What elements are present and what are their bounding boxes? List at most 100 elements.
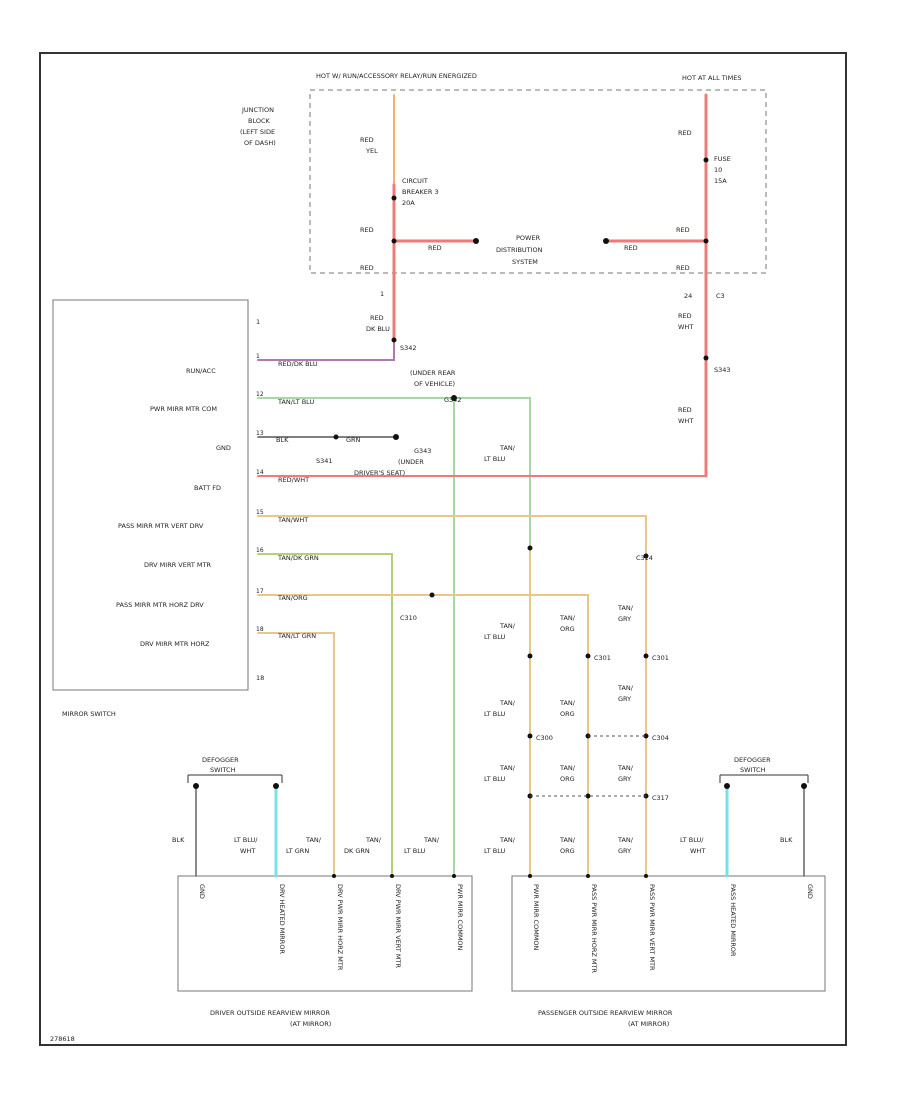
label-drv-tan-lt-blu-2: LT BLU [404,847,426,855]
label-pass-tan-org-1: TAN/ [559,836,576,844]
label-defog-right-1: DEFOGGER [734,756,771,764]
wires [195,93,805,878]
label-fuse-2: 10 [714,166,722,174]
label-gry-v2b: GRY [618,615,631,623]
label-c314: C314 [636,554,653,562]
label-lt-blu-wht-left-2: WHT [240,847,255,855]
pass-pin-common: PWR MIRR COMMON [532,884,540,951]
label-cb-1: CIRCUIT [402,177,428,185]
pass-pin-gnd: GND [806,884,814,899]
label-red-dk-blu-2: DK BLU [366,325,390,333]
drv-pin-horz: DRV PWR MIRR HORZ MTR [336,884,344,971]
label-switch-drv-horz: DRV MIRR MTR HORZ [140,640,210,648]
label-defog-left-2: SWITCH [210,766,236,774]
label-c3: C3 [716,292,725,300]
label-blk-left: BLK [172,836,185,844]
label-drv-tan-dk-grn-2: DK GRN [344,847,370,855]
label-lt-blu-v1b: LT BLU [484,455,506,463]
label-pass-tan-lt-blu-2: LT BLU [484,847,506,855]
label-switch-batt: BATT FD [194,484,221,492]
label-lt-blu-v1a: TAN/ [499,444,516,452]
driver-mirror-title-2: (AT MIRROR) [290,1020,331,1028]
label-red-dk-blu-1: RED [370,314,384,322]
splice-dots [332,157,709,878]
label-red-right-top: RED [678,129,692,137]
wire-tan-lt-blu-common [257,397,531,549]
label-red-wht-4: WHT [678,417,693,425]
label-red-wht-3: RED [678,406,692,414]
driver-mirror-title-1: DRIVER OUTSIDE REARVIEW MIRROR [210,1009,331,1017]
label-pass-tan-org-2: ORG [560,847,575,855]
label-g342: G342 [444,396,461,404]
label-red-yel-1: RED [360,136,374,144]
label-lt-blu-wht-left-1: LT BLU/ [234,836,258,844]
drv-pin-heated: DRV HEATED MIRROR [278,884,286,954]
label-mirror-switch: MIRROR SWITCH [62,710,116,718]
label-pass-tan-lt-blu-1: TAN/ [499,836,516,844]
wire-tan-org [257,594,589,877]
label-lt-blu-v4a: TAN/ [499,764,516,772]
label-lt-blu-v3b: LT BLU [484,710,506,718]
label-jb-location-3: (LEFT SIDE [240,128,275,136]
label-red-right-mid: RED [676,226,690,234]
label-lt-blu-v4b: LT BLU [484,775,506,783]
label-switch-gnd: GND [216,444,231,452]
label-under-rear-1: (UNDER REAR [410,369,456,377]
label-switch-end-pin: 18 [256,674,264,682]
label-switch-pwr-com: PWR MIRR MTR COM [150,405,217,413]
label-defog-right-2: SWITCH [740,766,766,774]
label-c301-a: C301 [594,654,611,662]
drv-pin-vert: DRV PWR MIRR VERT MTR [394,884,402,968]
defogger-switch-right [719,774,809,789]
label-s342: S342 [400,344,417,352]
passenger-mirror-box [511,875,826,992]
label-jb-location-4: OF DASH) [244,139,276,147]
label-switch-pass-vert: PASS MIRR MTR VERT DRV [118,522,204,530]
label-switch-run-acc: RUN/ACC [186,367,216,375]
label-lt-blu-v3a: TAN/ [499,699,516,707]
pass-pin-vert: PASS PWR MIRR VERT MTR [648,884,656,971]
pin-num-15: 15 [256,509,264,516]
label-org-v3b: ORG [560,710,575,718]
label-c304: C304 [652,734,669,742]
label-switch-pass-horz: PASS MIRR MTR HORZ DRV [116,601,204,609]
label-fuse-3: 15A [714,177,727,185]
label-c310: C310 [400,614,417,622]
pin-num-13: 13 [256,430,264,437]
label-wire-blk: BLK [276,436,289,444]
label-jb-location-2: BLOCK [248,117,271,125]
wire-tan-lt-grn [257,632,335,877]
label-gry-v3a: TAN/ [617,684,634,692]
pin-num-18: 18 [256,626,264,633]
label-pds-2: DISTRIBUTION [496,246,543,254]
junction-block-outline [309,89,767,274]
mirror-switch-box [52,299,249,691]
label-fuse-1: FUSE [714,155,731,163]
label-wire-grn: GRN [346,436,361,444]
label-wire-tan-dk-grn: TAN/DK GRN [277,554,319,562]
label-lt-blu-v2b: LT BLU [484,633,506,641]
driver-mirror-box [177,875,473,992]
label-org-v2b: ORG [560,625,575,633]
label-org-v3a: TAN/ [559,699,576,707]
label-s341: S341 [316,457,333,465]
label-red-left-bottom: RED [360,264,374,272]
label-gry-v4b: GRY [618,775,631,783]
pin-num-1: 1 [256,353,260,360]
label-pin-24: 24 [684,292,692,300]
label-wire-tan-lt-grn: TAN/LT GRN [277,632,316,640]
label-c317: C317 [652,794,669,802]
label-pass-tan-gry-2: GRY [618,847,631,855]
label-cb-3: 20A [402,199,415,207]
label-lt-blu-wht-right-1: LT BLU/ [680,836,704,844]
pass-pin-horz: PASS PWR MIRR HORZ MTR [590,884,598,973]
label-hot-at-all-times: HOT AT ALL TIMES [682,74,742,82]
pin-num-16: 16 [256,547,264,554]
label-under-rear-2: OF VEHICLE) [414,380,455,388]
label-red-pds-left: RED [428,244,442,252]
label-red-yel-2: YEL [365,147,378,155]
label-red-cb-out: RED [360,226,374,234]
label-drv-tan-lt-grn-1: TAN/ [305,836,322,844]
pin-num-17: 17 [256,588,264,595]
label-wire-run: RED/DK BLU [278,360,318,368]
